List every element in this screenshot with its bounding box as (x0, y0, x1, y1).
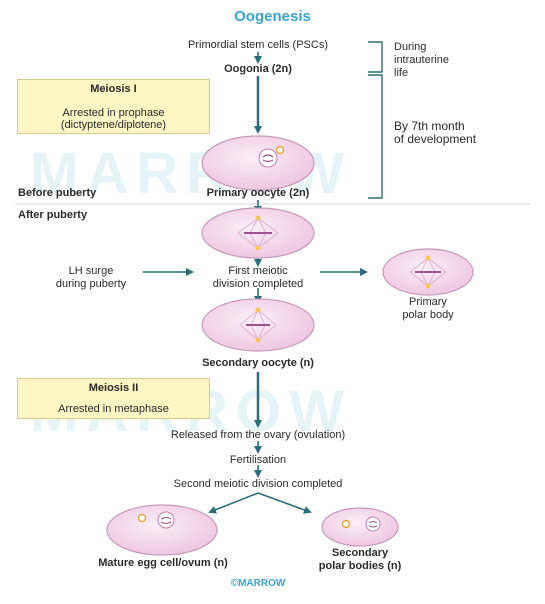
label-during-intrauterine: During intrauterine life (394, 41, 450, 79)
label-mature-egg: Mature egg cell/ovum (n) (98, 557, 228, 569)
primary-oocyte-cell (201, 135, 315, 191)
primary-polar-body-cell (382, 248, 474, 296)
diagram-title: Oogenesis (234, 8, 311, 25)
label-released: Released from the ovary (ovulation) (170, 429, 346, 441)
meiosis-1-heading: Meiosis I (90, 83, 137, 95)
label-fertilisation: Fertilisation (229, 454, 287, 466)
label-by-7th-month: By 7th month of development (394, 119, 477, 146)
secondary-polar-body-cell (321, 507, 399, 547)
label-primary-oocyte: Primary oocyte (2n) (206, 187, 310, 199)
label-before-puberty: Before puberty (18, 187, 97, 199)
label-after-puberty: After puberty (18, 209, 88, 221)
bracket-7th-month (368, 74, 383, 199)
arrow-second-to-polar (257, 492, 312, 514)
label-secondary-oocyte: Secondary oocyte (n) (202, 357, 314, 369)
meiosis-2-line-1: Arrested in metaphase (58, 403, 169, 415)
label-second-meiotic: Second meiotic division completed (173, 478, 343, 490)
meiosis-1-line-1: Arrested in prophase (62, 107, 165, 119)
label-first-meiotic: First meiotic division completed (212, 265, 304, 290)
footer-copyright: ©MARROW (230, 578, 286, 589)
meiosis-2-heading: Meiosis II (88, 382, 139, 394)
bracket-intrauterine (368, 41, 383, 73)
arrow-second-to-egg (208, 492, 259, 514)
mature-egg-cell (106, 504, 218, 556)
meiosis-1-box: Meiosis I Arrested in prophase (dictypte… (17, 79, 210, 134)
meiosis-1-line-2: (dictyptene/diplotene) (60, 119, 167, 131)
label-lh-surge: LH surge during puberty (55, 265, 127, 290)
meiosis-2-box: Meiosis II Arrested in metaphase (17, 378, 210, 419)
label-oogonia: Oogonia (2n) (224, 63, 292, 75)
label-primary-polar-body: Primary polar body (402, 296, 454, 321)
label-pscs: Primordial stem cells (PSCs) (188, 39, 328, 51)
first-division-cell (201, 207, 315, 259)
label-secondary-polar-bodies: Secondary polar bodies (n) (318, 547, 402, 572)
secondary-oocyte-cell (201, 298, 315, 352)
